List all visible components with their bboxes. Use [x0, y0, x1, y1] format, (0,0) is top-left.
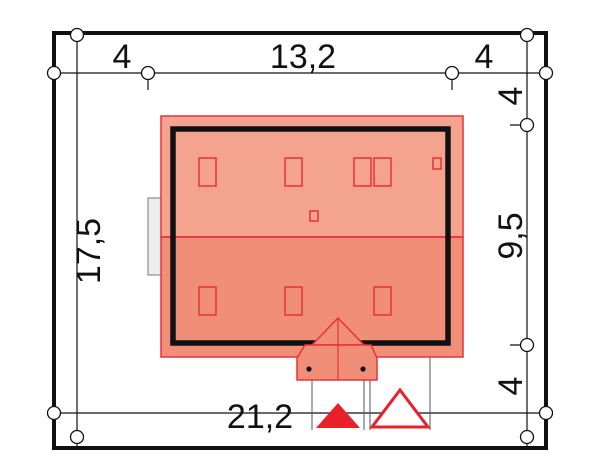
roof-window: [373, 286, 392, 316]
entrance-triangle-icon: [316, 403, 360, 428]
porch-roof: [296, 344, 378, 381]
dimension-right-bottom: 4: [492, 377, 530, 396]
dimension-left-total: 17,5: [70, 218, 108, 284]
dimension-top-left: 4: [113, 38, 132, 76]
dimension-top-middle: 13,2: [270, 38, 336, 76]
roof-window: [284, 286, 303, 316]
roof-window: [198, 157, 217, 187]
dimension-markers: [46, 27, 554, 445]
roof-window: [198, 286, 217, 316]
dimension-right-middle: 9,5: [492, 212, 530, 259]
dimension-right-top: 4: [492, 87, 530, 106]
side-terrace: [147, 197, 162, 276]
roof-lower-slope: [160, 236, 464, 358]
dimension-top-right: 4: [475, 38, 494, 76]
roof-windows: [198, 157, 442, 316]
porch-post: [306, 366, 312, 372]
roof-window: [373, 157, 392, 187]
roof-upper-slope: [160, 115, 464, 238]
plot-boundary: [52, 31, 548, 450]
access-triangle-icon: [368, 387, 432, 429]
dimension-lines: [54, 35, 546, 448]
porch-post: [360, 366, 366, 372]
roof-window: [284, 157, 303, 187]
roof-window: [353, 157, 372, 187]
building-walls: [170, 126, 451, 346]
roof-window: [309, 210, 319, 222]
roof-window: [432, 157, 442, 170]
dimension-bottom-total: 21,2: [227, 398, 293, 436]
